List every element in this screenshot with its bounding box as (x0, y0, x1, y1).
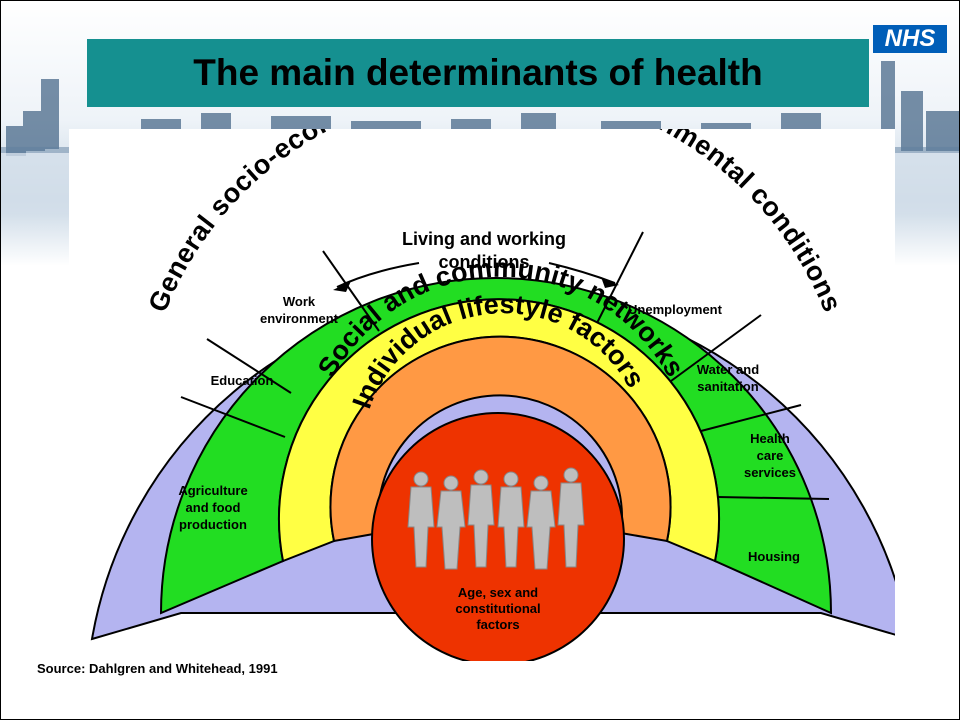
core-label-line1: Age, sex and (458, 585, 538, 600)
segment-health-line3: services (744, 465, 796, 480)
core-circle (371, 412, 625, 661)
slide-title: The main determinants of health (193, 52, 763, 93)
segment-dividers (180, 231, 830, 500)
core-label-line3: factors (476, 617, 519, 632)
arrow-head-left (333, 281, 351, 292)
segment-unemployment: Unemployment (628, 302, 723, 317)
segment-agriculture-line2: and food (186, 500, 241, 515)
title-box: The main determinants of health (87, 39, 869, 107)
segment-water-line2: sanitation (697, 379, 758, 394)
core-label-line2: constitutional (455, 601, 540, 616)
nhs-logo-text: NHS (884, 25, 936, 52)
segment-agriculture-line1: Agriculture (178, 483, 247, 498)
segment-work-line2: environment (260, 311, 339, 326)
living-header-line2: conditions (439, 252, 530, 272)
segment-water-line1: Water and (697, 362, 759, 377)
segment-work-line1: Work (283, 294, 316, 309)
segment-agriculture-line3: production (179, 517, 247, 532)
source-citation: Source: Dahlgren and Whitehead, 1991 (37, 661, 278, 676)
rainbow-diagram: General socio-economic, cultural and env… (90, 129, 895, 661)
diagram-panel: General socio-economic, cultural and env… (69, 129, 895, 661)
lifestyle-band (329, 335, 672, 543)
segment-housing: Housing (748, 549, 800, 564)
arrow-head-right (601, 277, 619, 288)
living-header-line1: Living and working (402, 229, 566, 249)
nhs-logo: NHS (873, 25, 947, 53)
segment-education: Education (211, 373, 274, 388)
people-silhouettes-icon (407, 467, 585, 570)
segment-health-line1: Health (750, 431, 790, 446)
segment-health-line2: care (757, 448, 784, 463)
